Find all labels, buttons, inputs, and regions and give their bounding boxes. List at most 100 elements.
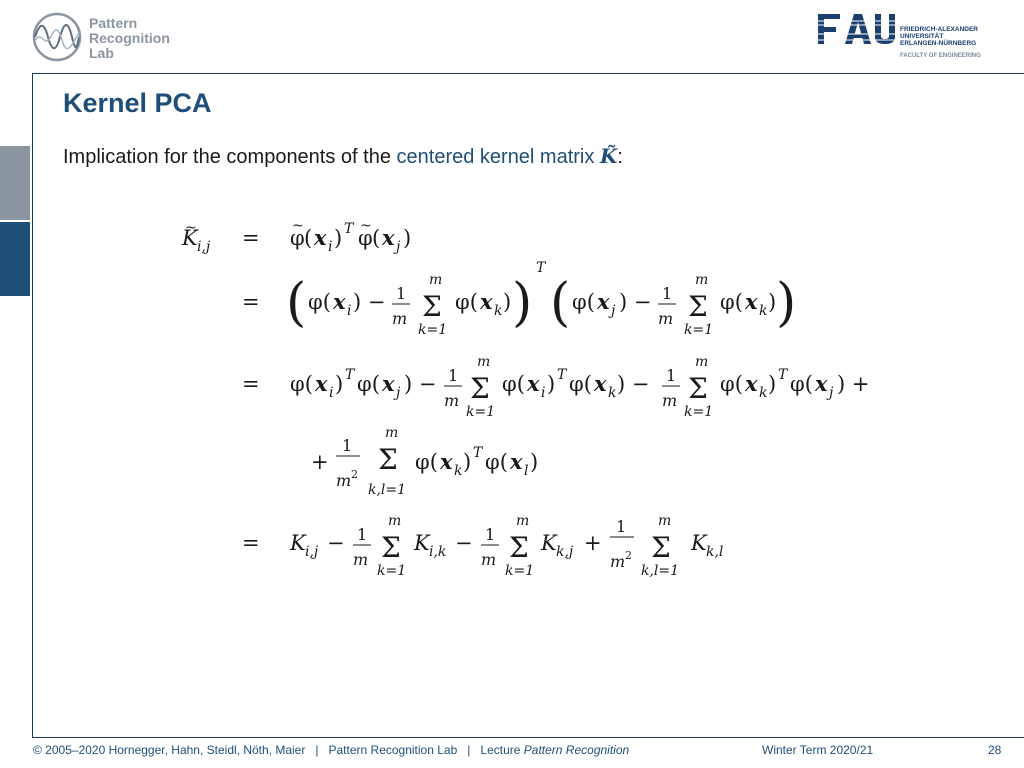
intro-symbol: K̃	[599, 144, 618, 168]
svg-text:) −: ) −	[617, 372, 649, 396]
svg-text:): )	[403, 226, 411, 250]
fau-university-name: FRIEDRICH-ALEXANDER UNIVERSITÄT ERLANGEN…	[900, 26, 978, 47]
svg-text:1: 1	[616, 517, 626, 536]
svg-text:j: j	[608, 303, 616, 319]
fau-faculty: FACULTY OF ENGINEERING	[900, 53, 981, 59]
svg-text:): )	[530, 450, 538, 474]
svg-text:k,j: k,j	[556, 544, 574, 560]
svg-text:1: 1	[448, 366, 458, 385]
svg-text:j: j	[826, 385, 834, 401]
footer-lab: Pattern Recognition Lab	[328, 743, 458, 757]
svg-text:m: m	[658, 513, 671, 529]
svg-text:φ: φ	[358, 226, 373, 250]
svg-text:φ(: φ(	[290, 372, 313, 396]
svg-text:2: 2	[625, 549, 632, 562]
svg-text:T: T	[345, 367, 356, 383]
intro-highlight: centered kernel matrix	[396, 146, 595, 168]
svg-text:x: x	[439, 449, 453, 474]
svg-text:φ(: φ(	[572, 290, 595, 314]
svg-text:k,l=1: k,l=1	[368, 482, 406, 498]
svg-text:T: T	[557, 367, 568, 383]
footer-separator-1: |	[315, 743, 319, 757]
svg-text:K: K	[181, 226, 199, 250]
side-section-marker-blue	[0, 222, 30, 296]
svg-text:~: ~	[292, 218, 304, 234]
svg-text:m: m	[392, 309, 407, 328]
svg-text:m: m	[695, 272, 708, 288]
svg-text:m: m	[662, 391, 677, 410]
svg-text:(: (	[372, 226, 380, 250]
svg-text:k=1: k=1	[684, 322, 713, 338]
equation-lhs: K ~ i,j	[181, 220, 211, 255]
svg-text:φ(: φ(	[415, 450, 438, 474]
footer-term: Winter Term 2020/21	[762, 743, 874, 757]
svg-text:): )	[334, 226, 342, 250]
svg-text:x: x	[526, 371, 540, 396]
svg-text:k: k	[454, 463, 462, 479]
svg-text:m: m	[481, 550, 496, 569]
svg-text:j: j	[393, 239, 401, 255]
svg-text:i,j: i,j	[305, 544, 319, 560]
svg-text:x: x	[596, 289, 610, 314]
equation-row-5: K i,j − 1 m m Σ k=1 K i,k − 1 m m Σ k=1 …	[289, 513, 723, 579]
svg-text:x: x	[744, 289, 758, 314]
svg-text:i: i	[328, 239, 332, 255]
svg-text:x: x	[814, 371, 828, 396]
svg-text:+: +	[584, 531, 602, 555]
svg-text:−: −	[455, 531, 473, 555]
svg-text:m: m	[444, 391, 459, 410]
svg-text:i,k: i,k	[429, 544, 446, 560]
svg-text:): )	[547, 372, 555, 396]
svg-text:k,l: k,l	[706, 544, 723, 560]
footer-lecture-name: Pattern Recognition	[523, 743, 630, 757]
svg-text:k=1: k=1	[466, 404, 495, 420]
svg-text:x: x	[381, 225, 395, 250]
svg-text:Σ: Σ	[381, 531, 401, 564]
svg-text:φ(: φ(	[485, 450, 508, 474]
svg-text:φ(: φ(	[357, 372, 380, 396]
svg-text:φ(: φ(	[455, 290, 478, 314]
svg-text:1: 1	[342, 436, 352, 455]
svg-text:1: 1	[485, 525, 495, 544]
svg-text:): )	[463, 450, 471, 474]
svg-text:i,j: i,j	[197, 239, 211, 255]
svg-text:T: T	[536, 260, 547, 276]
svg-text:K: K	[413, 531, 431, 555]
svg-text:x: x	[381, 371, 395, 396]
svg-text:m: m	[610, 552, 625, 571]
lab-logo-icon	[32, 12, 82, 62]
footer-credits: © 2005–2020 Hornegger, Hahn, Steidl, Nöt…	[33, 743, 629, 757]
svg-text:) −: ) −	[404, 372, 436, 396]
frame-left-rule	[32, 73, 33, 738]
svg-text:): )	[335, 372, 343, 396]
svg-text:φ(: φ(	[790, 372, 813, 396]
svg-text:φ: φ	[290, 226, 305, 250]
svg-text:k=1: k=1	[377, 563, 406, 579]
footer-lecture-prefix: Lecture	[480, 743, 524, 757]
svg-text:K: K	[289, 531, 307, 555]
svg-text:k: k	[759, 303, 767, 319]
svg-text:j: j	[393, 385, 401, 401]
page-number: 28	[988, 743, 1002, 757]
svg-text:m: m	[429, 272, 442, 288]
svg-text:φ(: φ(	[308, 290, 331, 314]
svg-text:): )	[503, 290, 511, 314]
svg-text:T: T	[344, 221, 355, 237]
lab-logo-text: Pattern Recognition Lab	[89, 16, 170, 61]
equals-sign-row5: =	[242, 531, 260, 555]
equation-row-3: φ(x i) T φ(x j) − 1 m m Σ k=1 φ(x i) T φ…	[290, 354, 869, 420]
equation-row-2: ( φ(x i) − 1 m m Σ k=1 φ(x k) ) T ( φ(x …	[286, 260, 796, 338]
fau-name-line-3: ERLANGEN-NÜRNBERG	[900, 40, 977, 47]
svg-text:): )	[512, 273, 532, 333]
equals-sign-row1: =	[242, 226, 260, 250]
svg-text:Σ: Σ	[688, 290, 708, 323]
slide-header: Pattern Recognition Lab FRIEDRICH-ALE	[0, 0, 1024, 74]
svg-text:Σ: Σ	[422, 290, 442, 323]
svg-text:2: 2	[351, 468, 358, 481]
svg-text:T: T	[473, 445, 484, 461]
svg-text:l: l	[524, 463, 528, 479]
side-section-marker-gray	[0, 146, 30, 220]
svg-text:+: +	[311, 450, 329, 474]
svg-text:k=1: k=1	[418, 322, 447, 338]
